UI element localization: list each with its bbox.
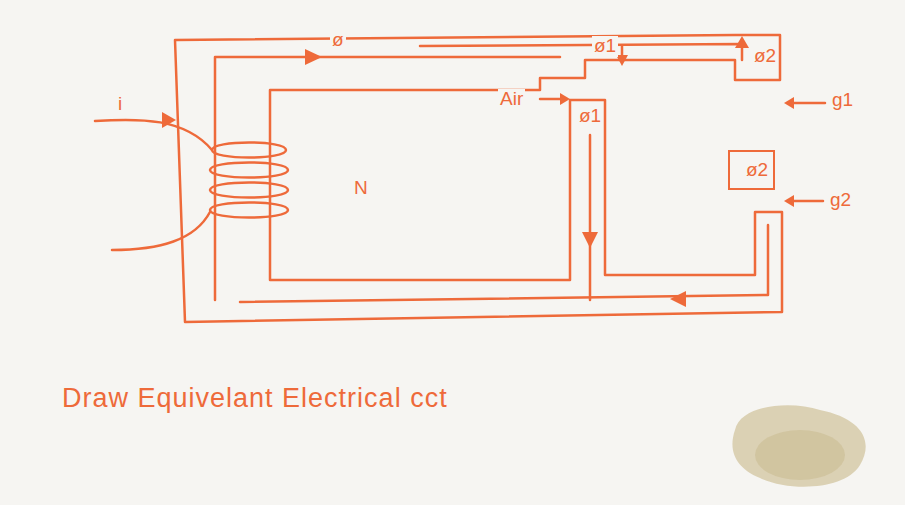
flux-path <box>589 135 592 300</box>
core-outline <box>175 35 782 322</box>
flux-label: ø2 <box>746 160 768 181</box>
coil-winding <box>210 163 288 178</box>
gap-pointer <box>790 200 823 203</box>
flux-arrowhead <box>582 232 598 248</box>
flux-path <box>215 57 560 300</box>
flux-arrowhead <box>305 49 322 65</box>
air-gap-label: Air <box>498 89 525 110</box>
flux-label: ø1 <box>577 106 603 127</box>
coil-lead <box>112 212 210 250</box>
flux-label: ø1 <box>592 36 618 57</box>
turns-label: N <box>352 178 370 199</box>
coil-winding <box>212 143 286 158</box>
gap-arrowhead <box>784 195 794 207</box>
coil-lead <box>95 120 212 150</box>
gap-arrowhead <box>784 97 794 109</box>
current-arrowhead <box>162 112 176 128</box>
paper-stain <box>732 405 865 487</box>
instruction-caption: Draw Equivelant Electrical cct <box>62 382 448 414</box>
flux-path <box>420 44 742 60</box>
gap-label: g2 <box>828 190 853 211</box>
flux-arrowhead <box>670 291 686 307</box>
gap-label: g1 <box>830 90 855 111</box>
flux-arrowhead <box>735 36 749 48</box>
flux-path <box>240 225 768 302</box>
flux-label: ø <box>330 30 346 51</box>
gap-block: ø2 <box>728 150 775 190</box>
coil-winding <box>210 203 288 218</box>
coil-winding <box>210 183 288 198</box>
current-label: i <box>116 94 124 115</box>
flux-label: ø2 <box>752 46 778 67</box>
gap-pointer <box>790 102 825 105</box>
air-arrowhead <box>560 93 570 105</box>
